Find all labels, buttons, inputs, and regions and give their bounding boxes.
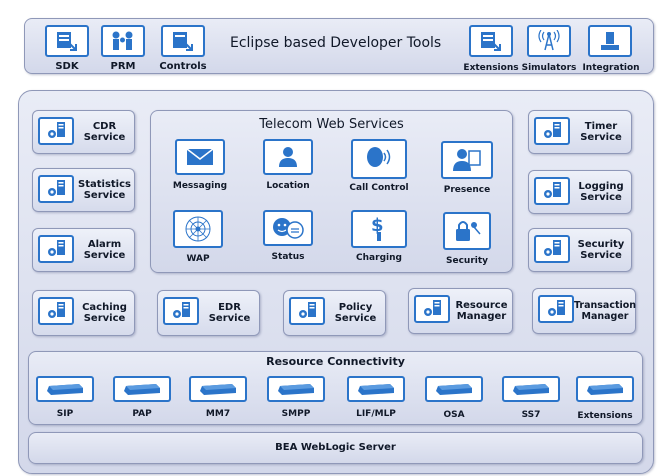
integration-label: Integration xyxy=(582,63,640,73)
weblogic-server-panel: BEA WebLogic Server xyxy=(28,432,643,464)
security-service-line2: Service xyxy=(580,250,622,261)
service-icon xyxy=(38,117,74,145)
simulators-label: Simulators xyxy=(521,63,577,73)
developer-tools-title: Eclipse based Developer Tools xyxy=(230,35,442,51)
security-service-line1: Security xyxy=(577,239,625,250)
connector-label: OSA xyxy=(443,410,465,420)
connector-device-icon xyxy=(113,376,171,402)
service-icon xyxy=(38,175,74,203)
wap-label: WAP xyxy=(186,254,210,264)
connector-label: SS7 xyxy=(521,410,541,420)
resource-connectivity-panel: Resource Connectivity SIP PAP MM7 SMPP LIF/M… xyxy=(28,351,643,425)
charging-icon: $ xyxy=(351,210,407,248)
status-icon xyxy=(263,210,313,246)
logging-service-line2: Service xyxy=(580,192,622,203)
svg-text:$: $ xyxy=(371,215,384,236)
sdk-icon xyxy=(45,25,89,57)
extensions-tool-label: Extensions xyxy=(463,63,519,73)
statistics-service-line2: Service xyxy=(83,190,126,201)
caching-service-line1: Caching xyxy=(82,302,127,313)
service-icon xyxy=(289,297,325,325)
connector-device-icon xyxy=(576,376,634,402)
cdr-service-line1: CDR xyxy=(92,121,117,132)
connectivity-title: Resource Connectivity xyxy=(266,355,405,368)
messaging-icon xyxy=(175,139,225,175)
transaction-manager-line2: Manager xyxy=(581,311,629,322)
connector-device-icon xyxy=(36,376,94,402)
connector-device-icon xyxy=(189,376,247,402)
transaction-manager-line1: Transaction xyxy=(573,300,637,311)
charging-label: Charging xyxy=(356,253,402,263)
service-icon xyxy=(38,235,74,263)
prm-icon xyxy=(101,25,145,57)
alarm-service-line2: Service xyxy=(83,250,126,261)
edr-service-line2: Service xyxy=(208,313,251,324)
policy-service-line1: Policy xyxy=(338,302,373,313)
service-icon xyxy=(534,235,570,263)
prm-label: PRM xyxy=(110,61,136,72)
simulators-icon xyxy=(527,25,571,57)
location-label: Location xyxy=(266,181,310,191)
developer-tools-panel: SDK PRM Controls Eclipse based Developer… xyxy=(24,18,654,74)
connector-label: Extensions xyxy=(577,411,633,421)
caching-service-line2: Service xyxy=(83,313,126,324)
resource-manager-line2: Manager xyxy=(456,311,507,322)
telecom-title: Telecom Web Services xyxy=(259,117,404,132)
integration-icon xyxy=(588,25,632,57)
controls-icon xyxy=(161,25,205,57)
presence-label: Presence xyxy=(443,185,491,195)
timer-service-line1: Timer xyxy=(584,121,618,132)
statistics-service-line1: Statistics xyxy=(78,179,131,190)
connector-device-icon xyxy=(502,376,560,402)
extensions-tool-icon xyxy=(469,25,513,57)
connector-label: PAP xyxy=(132,409,152,419)
security-twls-label: Security xyxy=(445,256,489,266)
connector-device-icon xyxy=(347,376,405,402)
service-icon xyxy=(414,295,450,323)
presence-icon xyxy=(441,141,493,179)
connector-label: SMPP xyxy=(281,409,311,419)
connector-label: SIP xyxy=(56,409,74,419)
service-icon xyxy=(538,295,574,323)
cdr-service-line2: Service xyxy=(83,132,126,143)
logging-service-line1: Logging xyxy=(578,181,624,192)
status-label: Status xyxy=(271,252,305,262)
service-icon xyxy=(534,177,570,205)
connector-device-icon xyxy=(267,376,325,402)
service-icon xyxy=(38,297,74,325)
controls-label: Controls xyxy=(159,61,207,72)
resource-manager-line1: Resource xyxy=(455,300,508,311)
wap-icon xyxy=(173,210,223,248)
connector-label: MM7 xyxy=(205,409,231,419)
policy-service-line2: Service xyxy=(334,313,377,324)
call-control-icon xyxy=(351,139,407,179)
service-icon xyxy=(163,297,199,325)
service-icon xyxy=(534,117,570,145)
sdk-label: SDK xyxy=(55,61,79,72)
messaging-label: Messaging xyxy=(172,181,228,191)
location-icon xyxy=(263,139,313,175)
edr-service-line1: EDR xyxy=(218,302,241,313)
weblogic-server-label: BEA WebLogic Server xyxy=(275,442,396,453)
connector-device-icon xyxy=(425,376,483,402)
telecom-web-services-panel: Telecom Web Services Messaging Location … xyxy=(150,110,513,273)
connector-label: LIF/MLP xyxy=(356,409,396,419)
timer-service-line2: Service xyxy=(580,132,622,143)
security-twls-icon xyxy=(443,212,491,250)
call-control-label: Call Control xyxy=(349,183,409,193)
alarm-service-line1: Alarm xyxy=(87,239,122,250)
